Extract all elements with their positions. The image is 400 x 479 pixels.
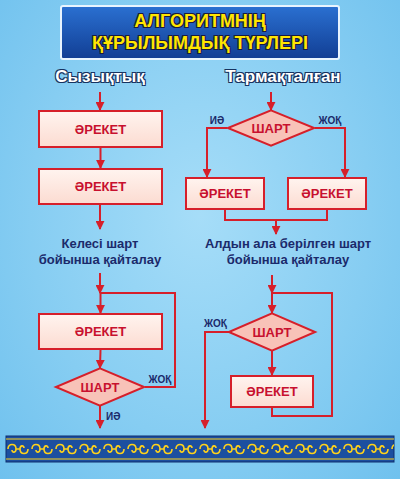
action-text: ӘРЕКЕТ bbox=[75, 324, 126, 339]
process-box: ӘРЕКЕТ bbox=[38, 110, 163, 148]
process-box: ӘРЕКЕТ bbox=[185, 177, 265, 210]
exit-arrow bbox=[205, 332, 230, 428]
diamond-shape bbox=[228, 110, 314, 145]
merge-line bbox=[225, 210, 327, 234]
entry-arrow bbox=[270, 92, 272, 110]
ornament-band bbox=[6, 436, 394, 462]
connector-line bbox=[207, 128, 227, 177]
connector-line bbox=[271, 351, 273, 375]
diamond-shape bbox=[229, 313, 315, 350]
condition-text: ШАРТ bbox=[253, 325, 292, 340]
connector-line bbox=[315, 128, 345, 177]
title-text: АЛГОРИТМНІҢ ҚҰРЫЛЫМДЫҚ ТҮРЛЕРІ bbox=[70, 11, 330, 54]
branch-label: ЖОҚ bbox=[319, 115, 342, 126]
decision-diamond: ШАРТ bbox=[227, 110, 315, 146]
action-text: ӘРЕКЕТ bbox=[75, 122, 126, 137]
exit-label: ИӘ bbox=[106, 411, 120, 422]
title-banner: АЛГОРИТМНІҢ ҚҰРЫЛЫМДЫҚ ТҮРЛЕРІ bbox=[60, 5, 340, 60]
branch-label: ИӘ bbox=[210, 115, 224, 126]
section-heading: Тармақталған bbox=[198, 67, 368, 87]
action-text: ӘРЕКЕТ bbox=[199, 186, 250, 201]
connector-line bbox=[99, 350, 102, 368]
entry-arrow bbox=[271, 275, 273, 293]
entry-arrow bbox=[99, 92, 101, 110]
process-box: ӘРЕКЕТ bbox=[287, 177, 367, 210]
loop-heading: Келесі шарт бойынша қайталау bbox=[30, 236, 170, 269]
connector-line bbox=[100, 148, 102, 168]
condition-text: ШАРТ bbox=[252, 121, 291, 136]
action-text: ӘРЕКЕТ bbox=[301, 186, 352, 201]
action-text: ӘРЕКЕТ bbox=[246, 384, 297, 399]
loop-heading: Алдын ала берілген шарт бойынша қайталау bbox=[188, 236, 388, 269]
decision-diamond: ШАРТ bbox=[55, 368, 145, 406]
exit-arrow bbox=[99, 406, 101, 428]
exit-arrow bbox=[275, 226, 277, 234]
process-box: ӘРЕКЕТ bbox=[230, 375, 314, 408]
condition-text: ШАРТ bbox=[81, 380, 120, 395]
entry-arrow bbox=[99, 273, 101, 293]
action-text: ӘРЕКЕТ bbox=[75, 179, 126, 194]
exit-label: ЖОҚ bbox=[204, 318, 227, 329]
branch-label: ЖОҚ bbox=[149, 374, 172, 385]
process-box: ӘРЕКЕТ bbox=[38, 168, 163, 205]
process-box: ӘРЕКЕТ bbox=[38, 313, 163, 350]
section-heading: Сызықтық bbox=[25, 67, 175, 87]
decision-diamond: ШАРТ bbox=[228, 313, 316, 351]
exit-arrow bbox=[99, 205, 101, 229]
diamond-shape bbox=[56, 368, 144, 405]
